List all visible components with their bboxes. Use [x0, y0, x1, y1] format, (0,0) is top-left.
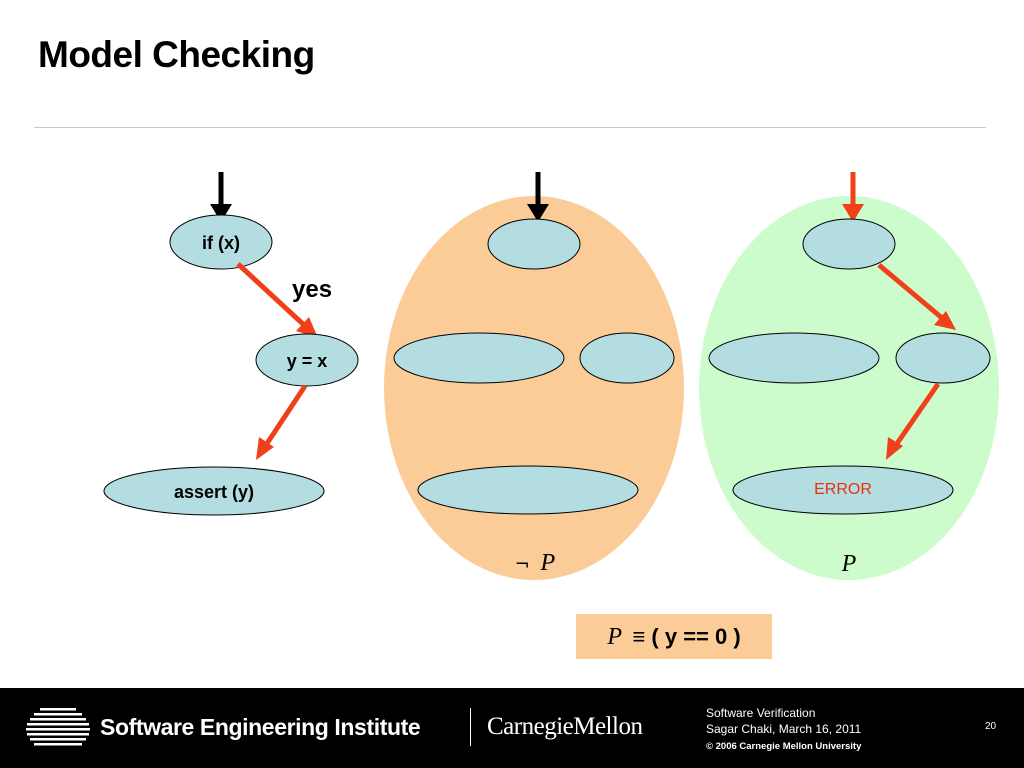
- not-p-var: P: [540, 550, 556, 576]
- not-p-node-mid-right: [579, 332, 675, 384]
- p-node-mid-left: [708, 332, 880, 384]
- not-p-node-top: [487, 218, 581, 270]
- not-symbol: ¬: [515, 554, 530, 575]
- definition-text: P ≡ ( y == 0 ): [606, 624, 740, 650]
- footer-divider: [470, 708, 471, 746]
- edge-p-mid-right-to-error: [886, 382, 941, 460]
- not-p-label: ¬ P: [515, 549, 556, 576]
- definition-rest: ≡ ( y == 0 ): [632, 624, 740, 649]
- footer-author-date: Sagar Chaki, March 16, 2011: [706, 722, 862, 736]
- definition-box: [576, 614, 772, 659]
- edge-if-to-assign: [236, 262, 318, 338]
- node-y-eq-x: [255, 333, 359, 387]
- sei-logo-icon: [26, 708, 90, 746]
- entry-arrow-program: [210, 172, 232, 222]
- p-node-mid-right: [895, 332, 991, 384]
- error-label: ERROR: [814, 481, 872, 498]
- model-checking-diagram: if (x) yes y = x assert (y) ¬ P ERROR: [103, 172, 999, 659]
- footer-course: Software Verification: [706, 706, 816, 720]
- edge-p-top-to-mid-right: [877, 263, 956, 330]
- definition-var: P: [606, 624, 622, 650]
- not-p-node-bottom: [417, 465, 639, 515]
- node-assert-y: [103, 466, 325, 516]
- p-label: P: [841, 551, 857, 577]
- entry-arrow-p: [842, 172, 864, 222]
- footer-university: CarnegieMellon: [487, 713, 643, 740]
- footer-bar: Software Engineering Institute CarnegieM…: [0, 688, 1024, 768]
- footer-institute: Software Engineering Institute: [100, 714, 421, 740]
- p-node-top: [802, 218, 896, 270]
- p-node-error: [732, 465, 954, 515]
- slide-title: Model Checking: [38, 34, 315, 75]
- title-rule: [34, 127, 986, 128]
- node-assert-y-label: assert (y): [174, 482, 254, 502]
- page-number: 20: [985, 721, 997, 732]
- edge-label-yes: yes: [292, 276, 332, 303]
- entry-arrow-not-p: [527, 172, 549, 222]
- edge-assign-to-assert: [256, 384, 308, 460]
- footer-copyright: © 2006 Carnegie Mellon University: [706, 741, 862, 752]
- node-if-x: [169, 214, 273, 270]
- not-p-node-mid-left: [393, 332, 565, 384]
- node-if-x-label: if (x): [202, 233, 240, 253]
- node-y-eq-x-label: y = x: [287, 351, 328, 371]
